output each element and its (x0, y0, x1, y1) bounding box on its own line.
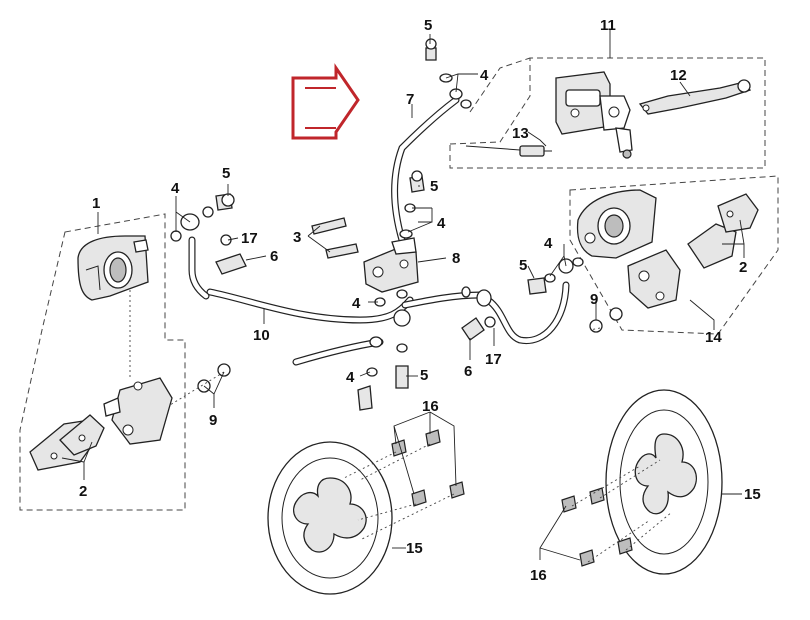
brake-hose-left (188, 236, 210, 300)
callout-4-right: 4 (544, 235, 553, 252)
rear-brake-pads (687, 193, 759, 269)
front-direction-arrow (291, 63, 360, 140)
master-cylinder-group-outline (449, 57, 766, 169)
callout-15-rear-disc: 15 (744, 486, 761, 503)
callout-16-rear-bolts: 16 (530, 567, 547, 584)
callout-14: 14 (705, 329, 722, 346)
callout-9-right: 9 (590, 291, 598, 308)
callout-6-right: 6 (464, 363, 472, 380)
callout-labels: 1 2 2 3 4 4 4 4 4 4 5 5 5 5 5 6 6 7 8 9 … (79, 17, 761, 584)
brake-hose-main (206, 288, 484, 366)
callout-4-valve-top: 4 (437, 215, 446, 232)
rear-brake-disc (605, 389, 723, 575)
brake-light-switch (465, 145, 552, 157)
front-brake-pads (29, 414, 105, 471)
front-brake-disc (267, 441, 393, 595)
assembly-guide-lines (129, 290, 673, 563)
callout-13: 13 (512, 125, 529, 142)
rear-brake-caliper (576, 189, 657, 259)
front-brake-caliper (77, 235, 149, 301)
callout-10: 10 (253, 327, 270, 344)
callout-4-top: 4 (480, 67, 489, 84)
callout-4-valve-bottom: 4 (352, 295, 361, 312)
callout-5-left: 5 (222, 165, 230, 182)
callout-9-left: 9 (209, 412, 217, 429)
callout-17-right: 17 (485, 351, 502, 368)
callout-5-valve-top: 5 (430, 178, 438, 195)
front-caliper-group-outline (19, 213, 186, 511)
callout-11: 11 (600, 17, 616, 34)
callout-4-lower: 4 (346, 369, 355, 386)
callout-15-front-disc: 15 (406, 540, 423, 557)
callout-8: 8 (452, 250, 460, 267)
callout-3: 3 (293, 229, 301, 246)
callout-2-front-pads: 2 (79, 483, 87, 500)
callout-12: 12 (670, 67, 687, 84)
callout-5-top: 5 (424, 17, 432, 34)
callout-16-front-bolts: 16 (422, 398, 439, 415)
callout-7: 7 (406, 91, 414, 108)
disc-mounting-bolts (391, 429, 633, 567)
callout-17-left: 17 (241, 230, 258, 247)
callout-leader-lines (61, 30, 745, 561)
callout-4-left: 4 (171, 180, 180, 197)
rear-caliper-group-outline (569, 175, 779, 335)
brake-hose-upper (391, 96, 460, 244)
brake-master-cylinder (555, 71, 633, 159)
brake-lever (638, 79, 752, 115)
callout-2-rear-pads: 2 (739, 259, 747, 276)
rear-caliper-bracket (627, 249, 681, 309)
brake-hose-right (484, 281, 570, 345)
brake-distribution-valve (363, 237, 419, 293)
callout-6-left: 6 (270, 248, 278, 265)
callout-5-right: 5 (519, 257, 527, 274)
front-caliper-bracket (103, 377, 173, 445)
callout-5-lower: 5 (420, 367, 428, 384)
banjo-bolts-and-washers (170, 38, 623, 411)
callout-1: 1 (92, 195, 100, 212)
